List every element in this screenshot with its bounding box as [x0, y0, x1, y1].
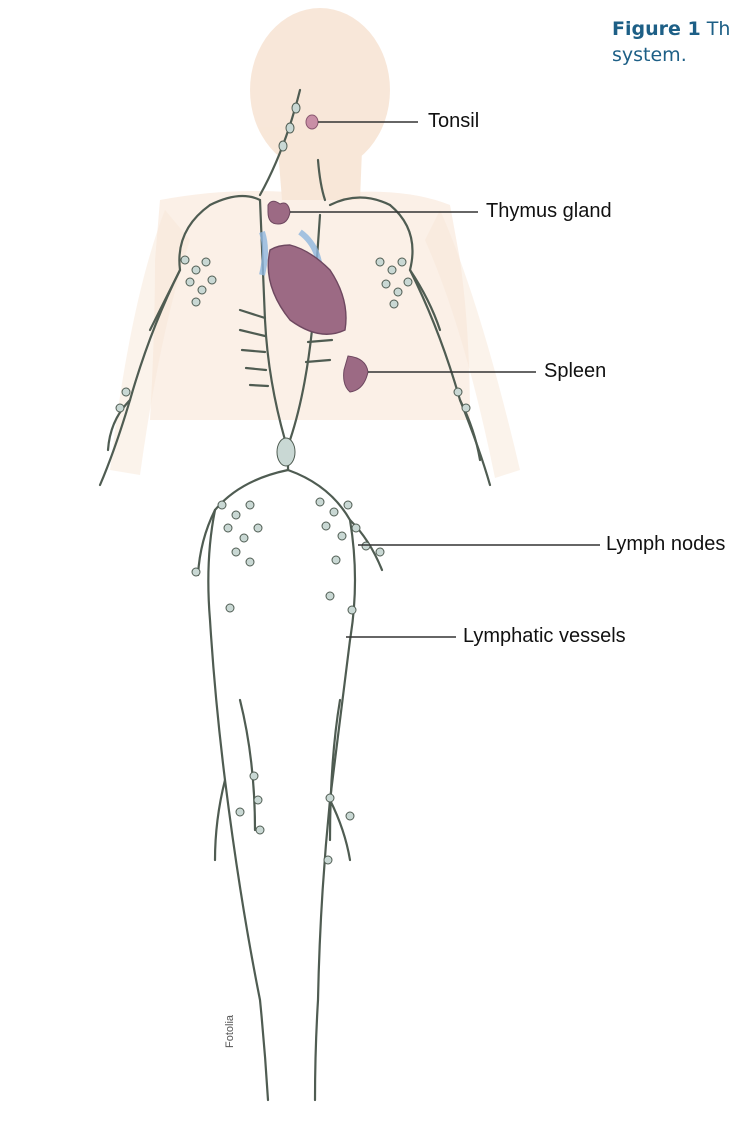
figure-caption-text: Th	[707, 18, 731, 40]
thymus-gland-label: Thymus gland	[486, 200, 612, 223]
spleen-label: Spleen	[544, 360, 606, 383]
lymph-nodes-label: Lymph nodes	[606, 533, 725, 556]
head	[250, 8, 390, 172]
thymus-organ	[268, 201, 290, 224]
tonsil-label: Tonsil	[428, 110, 479, 133]
figure-caption: Figure 1 Th system.	[612, 16, 751, 68]
photo-credit: Fotolia	[224, 1015, 236, 1048]
figure-caption-text-line2: system.	[612, 44, 687, 66]
figure-label: Figure 1	[612, 18, 701, 40]
body-silhouette	[110, 8, 520, 478]
lymphatic-vessels-label: Lymphatic vessels	[463, 625, 626, 648]
tonsil-organ	[306, 115, 318, 129]
